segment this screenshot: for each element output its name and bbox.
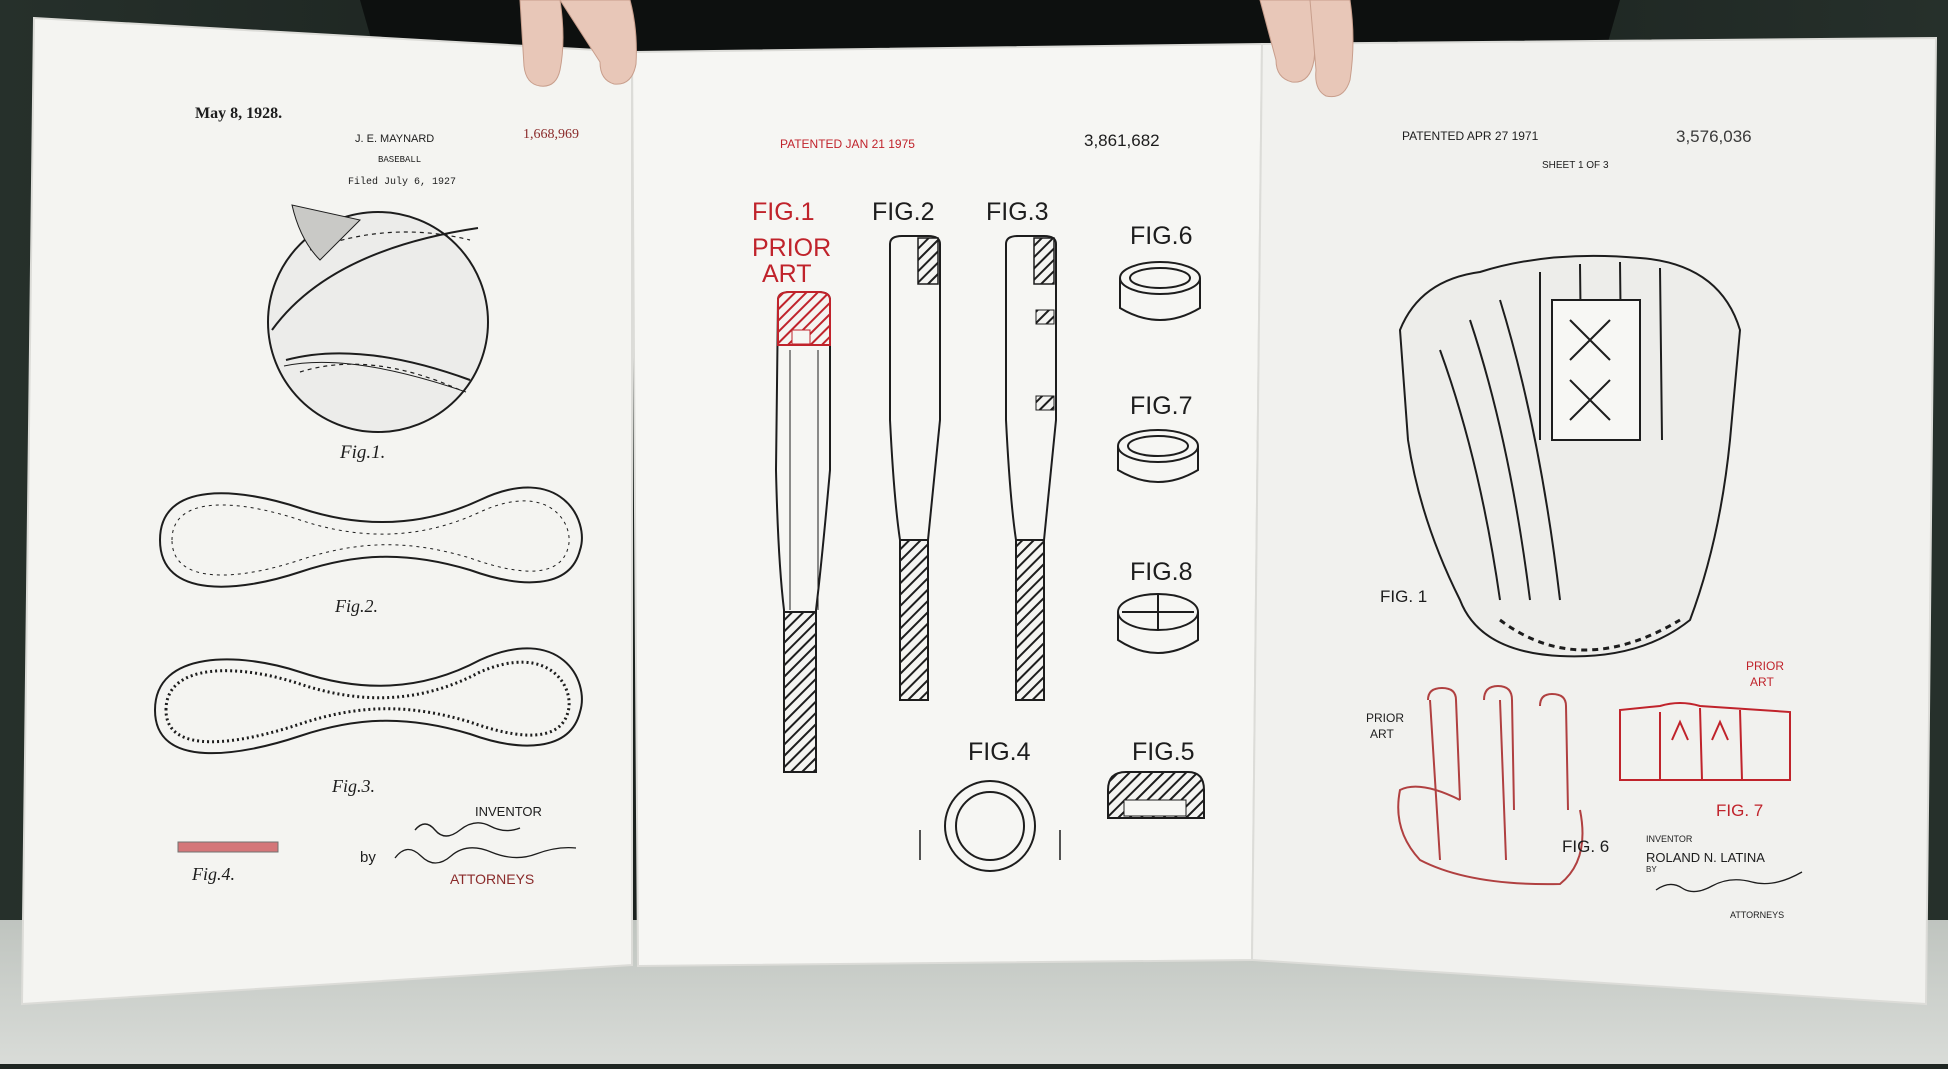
mid-fig1-label: FIG.1 [752,198,815,226]
left-inventor-signature [414,822,521,837]
glove-fig7-drawing [1619,702,1791,781]
middle-patent-number: 3,861,682 [1084,131,1160,150]
mid-fig4-label: FIG.4 [968,738,1031,766]
prior-art-line1: PRIOR [752,234,831,262]
prior-art-line2: ART [762,260,812,288]
right-inventor-name: ROLAND N. LATINA [1646,850,1765,865]
glove-fig6-drawing [1397,684,1584,886]
right-prior-art-right-2: ART [1750,675,1774,689]
left-fig2-label: Fig.2. [334,596,378,616]
right-fig6-label: FIG. 6 [1562,837,1609,856]
mid-fig3-label: FIG.3 [986,198,1049,226]
left-fig4-label: Fig.4. [191,864,235,884]
mid-fig5-label: FIG.5 [1132,738,1195,766]
seam-strip-fig4 [177,841,279,853]
right-patent-sheet: PATENTED APR 27 1971 3,576,036 SHEET 1 O… [1250,36,1938,1006]
left-inventor-header: J. E. MAYNARD [355,133,434,145]
left-fig1-label: Fig.1. [339,442,385,463]
glove-drawing [1398,254,1742,658]
right-fig1-label: FIG. 1 [1380,587,1427,606]
mid-fig6-label: FIG.6 [1130,222,1193,250]
bat-fig3-drawing [1005,235,1057,701]
left-fig3-label: Fig.3. [331,776,375,796]
right-patented-stamp: PATENTED APR 27 1971 [1402,129,1539,143]
left-title: BASEBALL [378,155,421,165]
bat-fig1-drawing [774,291,831,773]
right-sheet-number: SHEET 1 OF 3 [1542,160,1609,171]
right-by: BY [1646,865,1657,874]
left-inventor-label: INVENTOR [475,804,542,819]
right-fig7-label: FIG. 7 [1716,801,1763,820]
ring-fig4 [919,780,1061,872]
right-inventor-label: INVENTOR [1646,834,1693,844]
cover-piece-fig2 [158,486,583,588]
left-date: May 8, 1928. [195,105,282,122]
right-attorneys: ATTORNEYS [1730,910,1784,920]
hands [519,0,1354,98]
mid-fig8-label: FIG.8 [1130,558,1193,586]
left-filed-date: Filed July 6, 1927 [348,176,456,188]
left-attorney-signature [394,846,577,864]
mid-fig7-label: FIG.7 [1130,392,1193,420]
ring-fig6 [1119,261,1201,321]
ring-fig7 [1117,429,1199,483]
bat-fig2-drawing [889,235,941,701]
right-prior-art-right-1: PRIOR [1746,659,1784,673]
cover-piece-fig3 [153,647,583,755]
left-patent-sheet: May 8, 1928. J. E. MAYNARD 1,668,969 BAS… [20,16,633,1006]
left-by: by [360,849,376,866]
left-patent-number: 1,668,969 [523,127,579,142]
right-prior-art-left-2: ART [1370,727,1394,741]
middle-patented-stamp: PATENTED JAN 21 1975 [780,137,915,151]
middle-patent-sheet: PATENTED JAN 21 1975 3,861,682 FIG.1 PRI… [630,42,1264,968]
cap-fig5 [1107,771,1205,819]
mid-fig2-label: FIG.2 [872,198,935,226]
left-attorneys: ATTORNEYS [450,871,534,887]
right-patent-number: 3,576,036 [1676,127,1752,146]
baseball-drawing [267,204,489,433]
right-attorney-signature [1655,871,1803,893]
ring-fig8 [1117,593,1199,654]
right-prior-art-left-1: PRIOR [1366,711,1404,725]
